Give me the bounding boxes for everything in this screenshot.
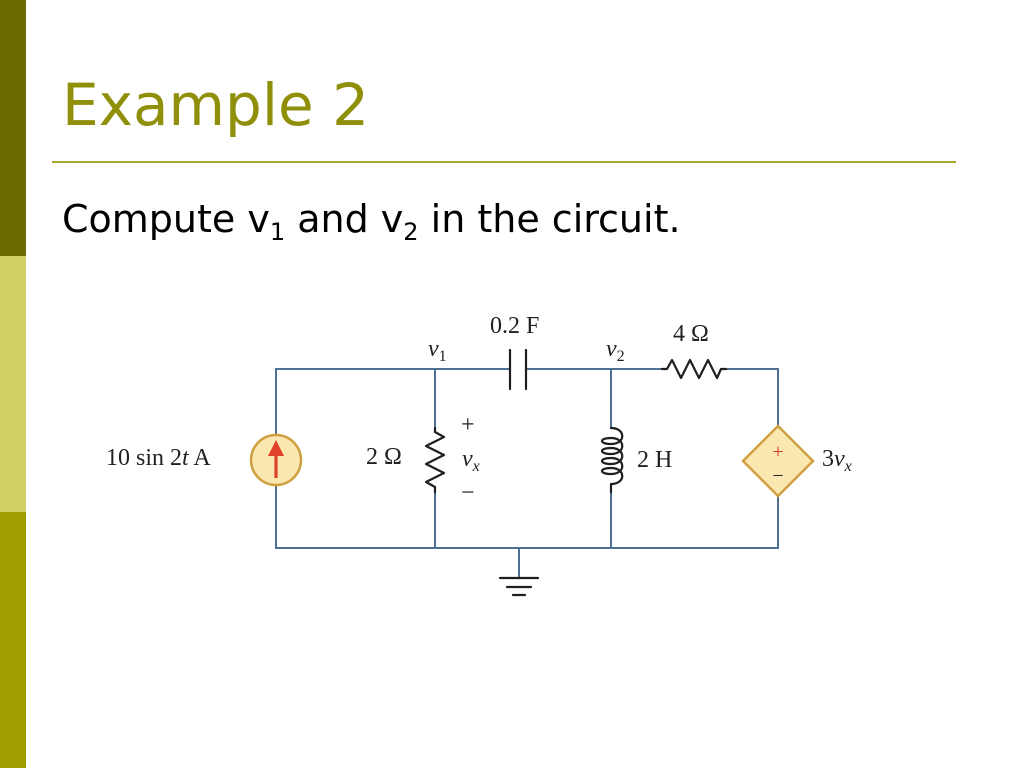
prompt-subscript-2: 2 <box>403 218 419 246</box>
node-v1-label: v1 <box>428 336 447 365</box>
prompt-part: in the circuit. <box>418 197 681 241</box>
source-label-var: t <box>182 445 190 471</box>
node-v1-sub: 1 <box>439 348 447 365</box>
dependent-source-plus: + <box>772 441 783 463</box>
dependent-source-minus: − <box>772 465 783 487</box>
dependent-coef: 3 <box>822 446 834 472</box>
source-label-prefix: 10 sin 2 <box>106 445 182 471</box>
resistor-2-ohm-label: 2 Ω <box>366 444 402 470</box>
dependent-voltage-source: + − <box>741 424 815 498</box>
ground-symbol <box>498 576 540 597</box>
wire-top-right <box>725 368 779 427</box>
dependent-source-label: 3vx <box>822 446 852 475</box>
inductor-label: 2 H <box>637 447 672 473</box>
wire-bottom <box>275 495 779 549</box>
capacitor-label: 0.2 F <box>490 313 539 339</box>
slide-side-bar <box>0 0 26 768</box>
prompt-subscript-1: 1 <box>269 218 286 246</box>
prompt-part: and v <box>285 197 404 241</box>
side-bar-segment-middle <box>0 256 26 512</box>
circuit-wires <box>275 368 779 579</box>
slide-title: Example 2 <box>62 71 369 139</box>
dependent-source-diamond <box>741 424 815 498</box>
vx-plus-sign: + <box>461 412 475 438</box>
vx-var: v <box>462 446 473 472</box>
current-source-arrow-head <box>268 440 284 456</box>
node-v1-var: v <box>428 336 439 362</box>
resistor-4-ohm-label: 4 Ω <box>673 321 709 347</box>
problem-prompt: Compute v1 and v2 in the circuit. <box>62 197 681 244</box>
side-bar-segment-top <box>0 0 26 256</box>
current-source-label: 10 sin 2t A <box>106 445 211 471</box>
dependent-var: v <box>834 446 845 472</box>
node-v2-sub: 2 <box>617 348 625 365</box>
vx-label: vx <box>462 446 480 475</box>
resistor-4-ohm <box>660 358 728 380</box>
title-divider <box>52 161 956 163</box>
vx-sub: x <box>472 458 480 475</box>
node-v2-var: v <box>606 336 617 362</box>
node-v2-label: v2 <box>606 336 625 365</box>
capacitor <box>508 348 528 391</box>
prompt-part: Compute v <box>62 197 270 241</box>
inductor <box>600 426 624 494</box>
dependent-sub: x <box>844 458 852 475</box>
resistor-2-ohm <box>424 426 446 494</box>
vx-minus-sign: − <box>461 480 475 506</box>
side-bar-segment-bottom <box>0 512 26 768</box>
current-source <box>249 433 303 487</box>
source-label-suffix: A <box>189 445 212 471</box>
